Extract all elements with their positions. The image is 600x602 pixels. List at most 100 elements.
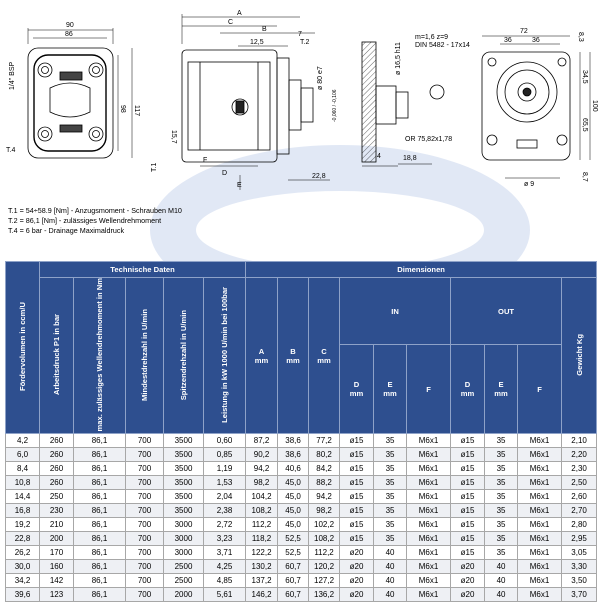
dim-front-height-outer: 117 (133, 105, 140, 116)
table-cell: M6x1 (517, 573, 563, 589)
table-cell: ø20 (450, 573, 486, 589)
table-cell: 230 (39, 503, 74, 519)
table-cell: M6x1 (517, 489, 563, 505)
table-cell: 88,2 (308, 475, 341, 491)
table-cell: 3,05 (561, 545, 598, 561)
table-cell: 98,2 (308, 503, 341, 519)
table-cell: ø15 (450, 433, 486, 449)
table-cell: 1,19 (202, 461, 247, 477)
table-cell: 45,0 (277, 475, 310, 491)
table-cell: 16,8 (5, 503, 40, 519)
table-cell: M6x1 (517, 531, 563, 547)
table-cell: 700 (125, 573, 164, 589)
table-cell: 86,1 (73, 433, 126, 449)
table-cell: 86,1 (73, 545, 126, 561)
table-cell: 200 (39, 531, 74, 547)
table-cell: 104,2 (245, 489, 279, 505)
header-IN: IN (339, 276, 452, 346)
table-cell: 2,50 (561, 475, 598, 491)
header-out-F: F (517, 344, 563, 435)
dim-F: F (203, 157, 207, 164)
table-cell: 35 (484, 545, 519, 561)
table-cell: 3,23 (202, 531, 247, 547)
table-cell: 35 (484, 475, 519, 491)
table-cell: 40 (484, 573, 519, 589)
table-cell: ø20 (339, 559, 375, 575)
table-cell: 35 (373, 517, 408, 533)
table-cell: 86,1 (73, 461, 126, 477)
table-cell: ø20 (450, 587, 486, 602)
table-cell: 3,50 (561, 573, 598, 589)
table-cell: ø15 (339, 433, 375, 449)
side-view (181, 14, 330, 190)
table-cell: ø15 (450, 545, 486, 561)
table-cell: ø15 (450, 447, 486, 463)
table-cell: 700 (125, 475, 164, 491)
dim-4: 4 (377, 153, 381, 160)
table-cell: 40 (373, 587, 408, 602)
dim-d16-5: ø 16,5 h11 (395, 42, 402, 75)
front-view (27, 28, 133, 159)
header-arbeitsdruck: Arbeitsdruck P1 in bar (39, 276, 74, 435)
table-cell: 700 (125, 559, 164, 575)
note-t4: T.4 = 6 bar - Drainage Maximaldruck (8, 226, 125, 235)
table-cell: 700 (125, 447, 164, 463)
table-cell: 700 (125, 545, 164, 561)
dim-d9: ø 9 (524, 181, 534, 188)
dim-front-width-inner: 86 (65, 31, 73, 38)
table-cell: 45,0 (277, 503, 310, 519)
table-cell: 700 (125, 433, 164, 449)
dim-C: C (228, 19, 233, 26)
table-cell: M6x1 (517, 503, 563, 519)
table-cell: 52,5 (277, 545, 310, 561)
table-cell: M6x1 (406, 559, 452, 575)
table-cell: 2,38 (202, 503, 247, 519)
table-cell: 130,2 (245, 559, 279, 575)
dim-72: 72 (520, 28, 528, 35)
table-cell: 35 (373, 531, 408, 547)
table-cell: 98,2 (245, 475, 279, 491)
table-cell: 112,2 (245, 517, 279, 533)
table-cell: M6x1 (517, 545, 563, 561)
table-cell: 34,2 (5, 573, 40, 589)
table-cell: ø15 (339, 503, 375, 519)
table-cell: 170 (39, 545, 74, 561)
dim-A: A (237, 10, 242, 17)
table-cell: 26,2 (5, 545, 40, 561)
table-cell: 35 (373, 489, 408, 505)
header-in-F: F (406, 344, 452, 435)
table-cell: 142 (39, 573, 74, 589)
table-cell: 8,4 (5, 461, 40, 477)
dim-36-left: 36 (504, 37, 512, 44)
header-spitzendrehzahl: Spitzendrehzahl in U/min (163, 276, 204, 435)
shaft-spec-2: DIN 5482 - 17x14 (415, 42, 470, 49)
table-cell: 86,1 (73, 475, 126, 491)
table-cell: 260 (39, 447, 74, 463)
table-cell: 86,1 (73, 503, 126, 519)
table-cell: 1,53 (202, 475, 247, 491)
dim-D: D (222, 170, 227, 177)
table-cell: 2500 (163, 559, 204, 575)
table-cell: 160 (39, 559, 74, 575)
table-cell: 2,95 (561, 531, 598, 547)
table-cell: M6x1 (406, 475, 452, 491)
table-cell: M6x1 (517, 559, 563, 575)
table-cell: 118,2 (245, 531, 279, 547)
table-cell: 700 (125, 489, 164, 505)
table-cell: 700 (125, 503, 164, 519)
header-gewicht: Gewicht Kg (561, 276, 598, 435)
table-cell: 80,2 (308, 447, 341, 463)
table-cell: 86,1 (73, 573, 126, 589)
table-cell: 35 (373, 503, 408, 519)
table-cell: ø15 (450, 517, 486, 533)
table-cell: 2,20 (561, 447, 598, 463)
table-cell: 45,0 (277, 489, 310, 505)
note-t2: T.2 = 86,1 [Nm] - zulässiges Wellendrehm… (8, 216, 162, 225)
table-cell: ø15 (339, 475, 375, 491)
